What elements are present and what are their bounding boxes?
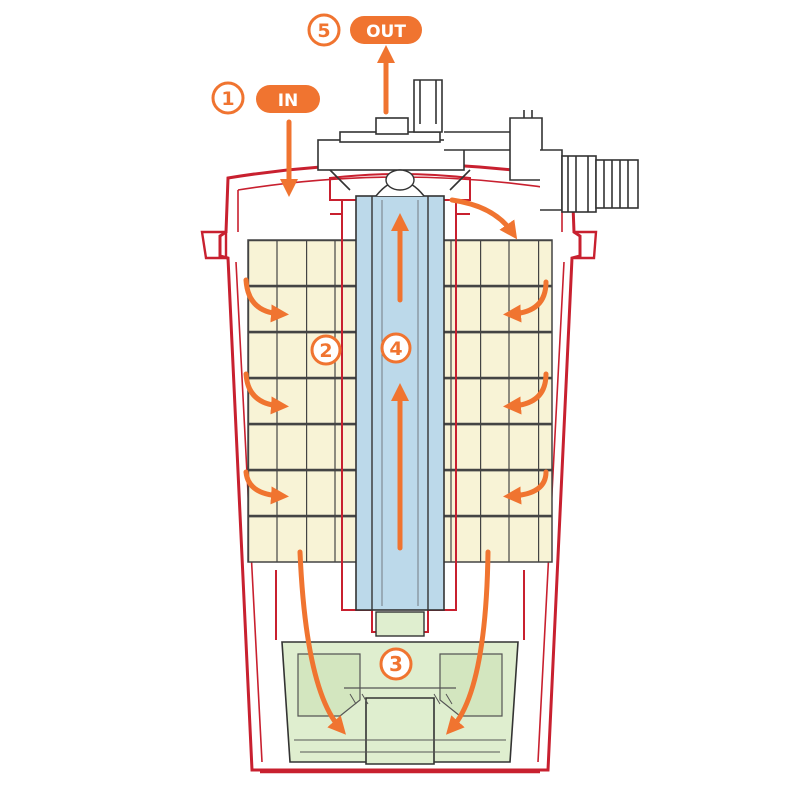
inlet-pill	[256, 85, 320, 113]
outlet-number-badge	[307, 13, 341, 47]
inlet-label: 1 IN	[211, 81, 320, 115]
inlet-number-badge	[211, 81, 245, 115]
inlet-text: IN	[278, 91, 299, 111]
inlet-number: 1	[221, 88, 234, 110]
filter-lid	[317, 79, 563, 211]
stage-2-number: 2	[319, 340, 332, 362]
stage-3-label: 3	[379, 647, 413, 681]
sponge-stack-left	[247, 239, 365, 563]
outlet-number: 5	[317, 20, 330, 42]
outlet-pill	[350, 16, 422, 44]
flow-arrow-icon	[243, 45, 549, 735]
stage-3-number: 3	[389, 652, 403, 676]
stage-2-label: 2	[310, 334, 342, 366]
outlet-text: OUT	[366, 22, 406, 42]
hose-connector-icon	[561, 155, 639, 213]
stage-4-number: 4	[389, 338, 402, 360]
outlet-label: 5 OUT	[307, 13, 422, 47]
sponge-stack-right	[431, 239, 553, 563]
stage-4-label: 4	[380, 332, 412, 364]
